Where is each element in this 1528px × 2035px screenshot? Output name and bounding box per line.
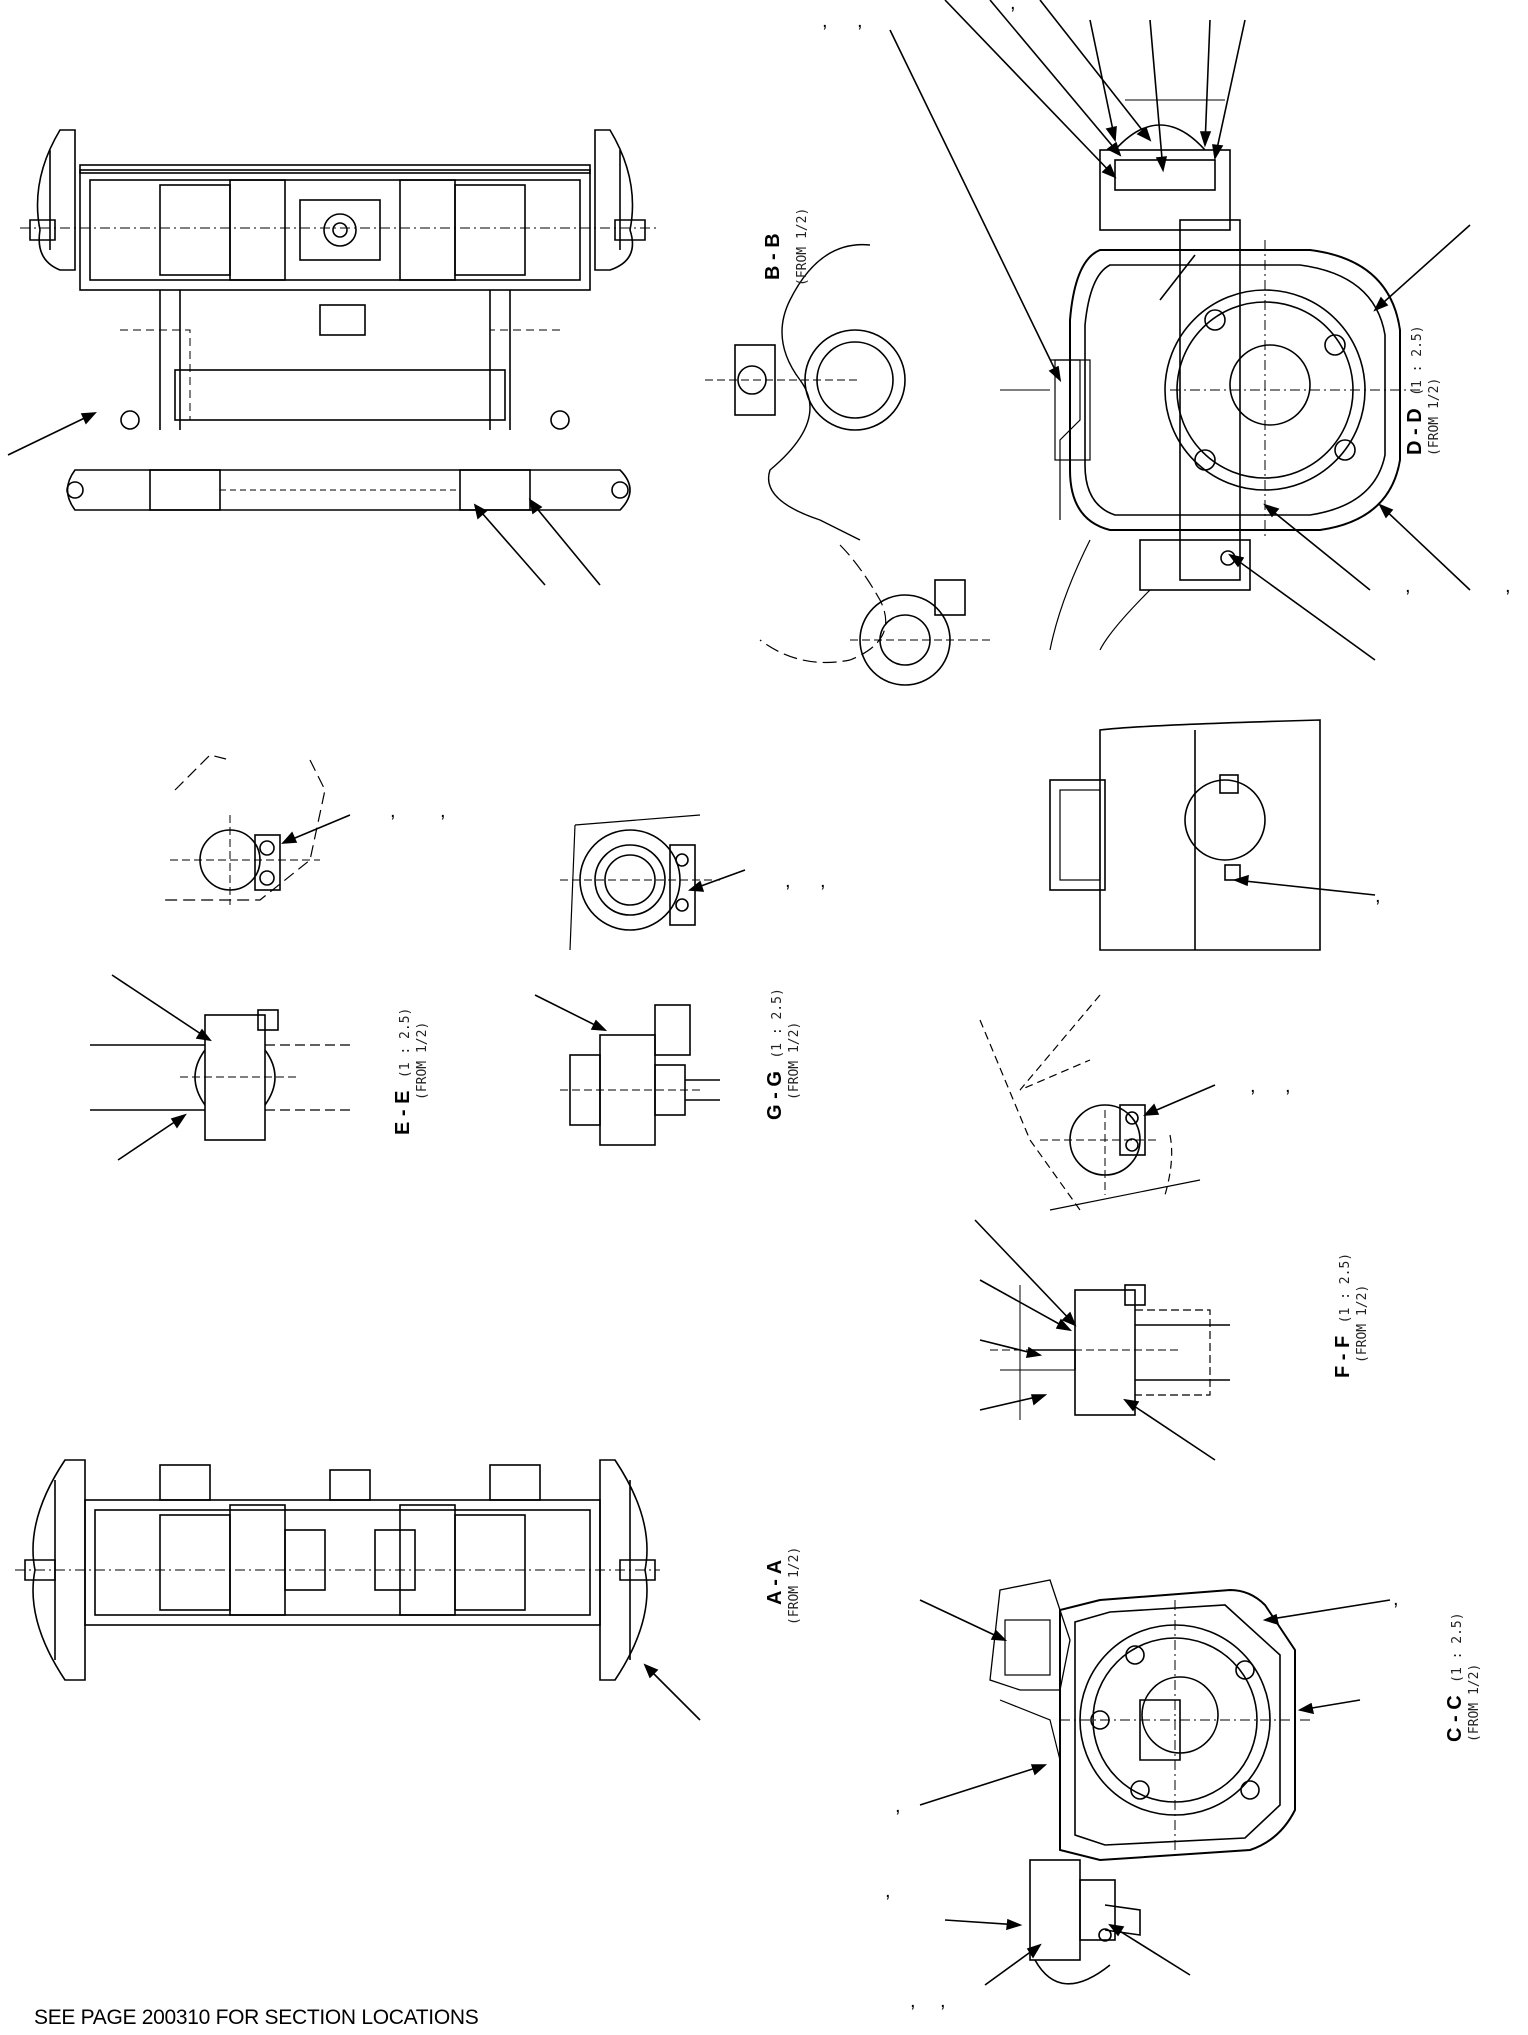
- view-label-dd: D - D (1 : 2.5): [1404, 325, 1426, 455]
- callout-mark: ,: [1010, 0, 1016, 14]
- callout-mark: ,: [857, 10, 863, 32]
- view-title-cc: C - C: [1444, 1695, 1466, 1742]
- callout-mark: ,: [940, 1990, 946, 2012]
- section-ff-upper: [979, 994, 1216, 1211]
- callout-mark: ,: [1375, 885, 1381, 907]
- view-from-ee: (FROM 1/2): [415, 1021, 430, 1100]
- leader-arrows-top-assembly: [7, 412, 601, 586]
- callout-mark: ,: [785, 870, 791, 892]
- section-bb-dd-view: [705, 0, 1471, 686]
- callout-mark: ,: [1505, 575, 1511, 597]
- callout-mark: ,: [910, 1990, 916, 2012]
- top-assembly-view: [7, 129, 660, 586]
- view-from-aa: (FROM 1/2): [787, 1546, 802, 1625]
- view-scale-ff: (1 : 2.5): [1338, 1252, 1353, 1324]
- view-scale-gg: (1 : 2.5): [770, 988, 785, 1059]
- callout-mark: ,: [440, 800, 446, 822]
- callout-mark: ,: [1405, 575, 1411, 597]
- callout-mark: ,: [1285, 1075, 1291, 1097]
- callout-mark: ,: [1250, 1075, 1256, 1097]
- view-scale-dd: (1 : 2.5): [1410, 325, 1425, 396]
- view-label-gg: G - G (1 : 2.5): [764, 988, 786, 1120]
- view-from-ff: (FROM 1/2): [1355, 1284, 1370, 1363]
- view-label-aa: A - A: [764, 1559, 786, 1605]
- view-label-cc: C - C (1 : 2.5): [1444, 1612, 1466, 1742]
- section-ee-lower: [90, 974, 355, 1161]
- view-title-dd: D - D: [1404, 408, 1426, 455]
- section-gg-upper: [560, 814, 746, 951]
- section-ff-lower: [974, 1219, 1230, 1461]
- view-title-gg: G - G: [764, 1071, 786, 1120]
- callout-mark: ,: [895, 1795, 901, 1817]
- view-scale-cc: (1 : 2.5): [1450, 1612, 1465, 1683]
- callout-mark: ,: [1393, 1588, 1399, 1610]
- callout-mark: ,: [390, 800, 396, 822]
- view-from-dd: (FROM 1/2): [1427, 377, 1442, 456]
- view-title-aa: A - A: [764, 1559, 786, 1605]
- view-label-ee: E - E (1 : 2.5): [392, 1007, 414, 1135]
- callout-mark: ,: [822, 10, 828, 32]
- section-cc-view: [919, 1579, 1391, 1986]
- section-ee-upper: [165, 754, 351, 905]
- view-from-gg: (FROM 1/2): [787, 1021, 802, 1100]
- view-title-ee: E - E: [392, 1090, 414, 1135]
- section-aa-assembly: [15, 1459, 701, 1721]
- callout-mark: ,: [885, 1880, 891, 1902]
- section-gg-lower: [534, 994, 720, 1146]
- callout-mark: ,: [820, 870, 826, 892]
- plate-side-view: [1049, 719, 1376, 951]
- view-title-ff: F - F: [1332, 1335, 1354, 1378]
- footnote-section-locations: SEE PAGE 200310 FOR SECTION LOCATIONS: [34, 2006, 479, 2029]
- view-from-bb: (FROM 1/2): [795, 207, 810, 286]
- leader-arrows-bb-dd: [889, 0, 1471, 661]
- view-title-bb: B - B: [762, 233, 784, 280]
- view-from-cc: (FROM 1/2): [1467, 1663, 1482, 1742]
- view-scale-ee: (1 : 2.5): [398, 1007, 413, 1079]
- view-label-ff: F - F (1 : 2.5): [1332, 1252, 1354, 1378]
- view-label-bb: B - B: [762, 233, 784, 280]
